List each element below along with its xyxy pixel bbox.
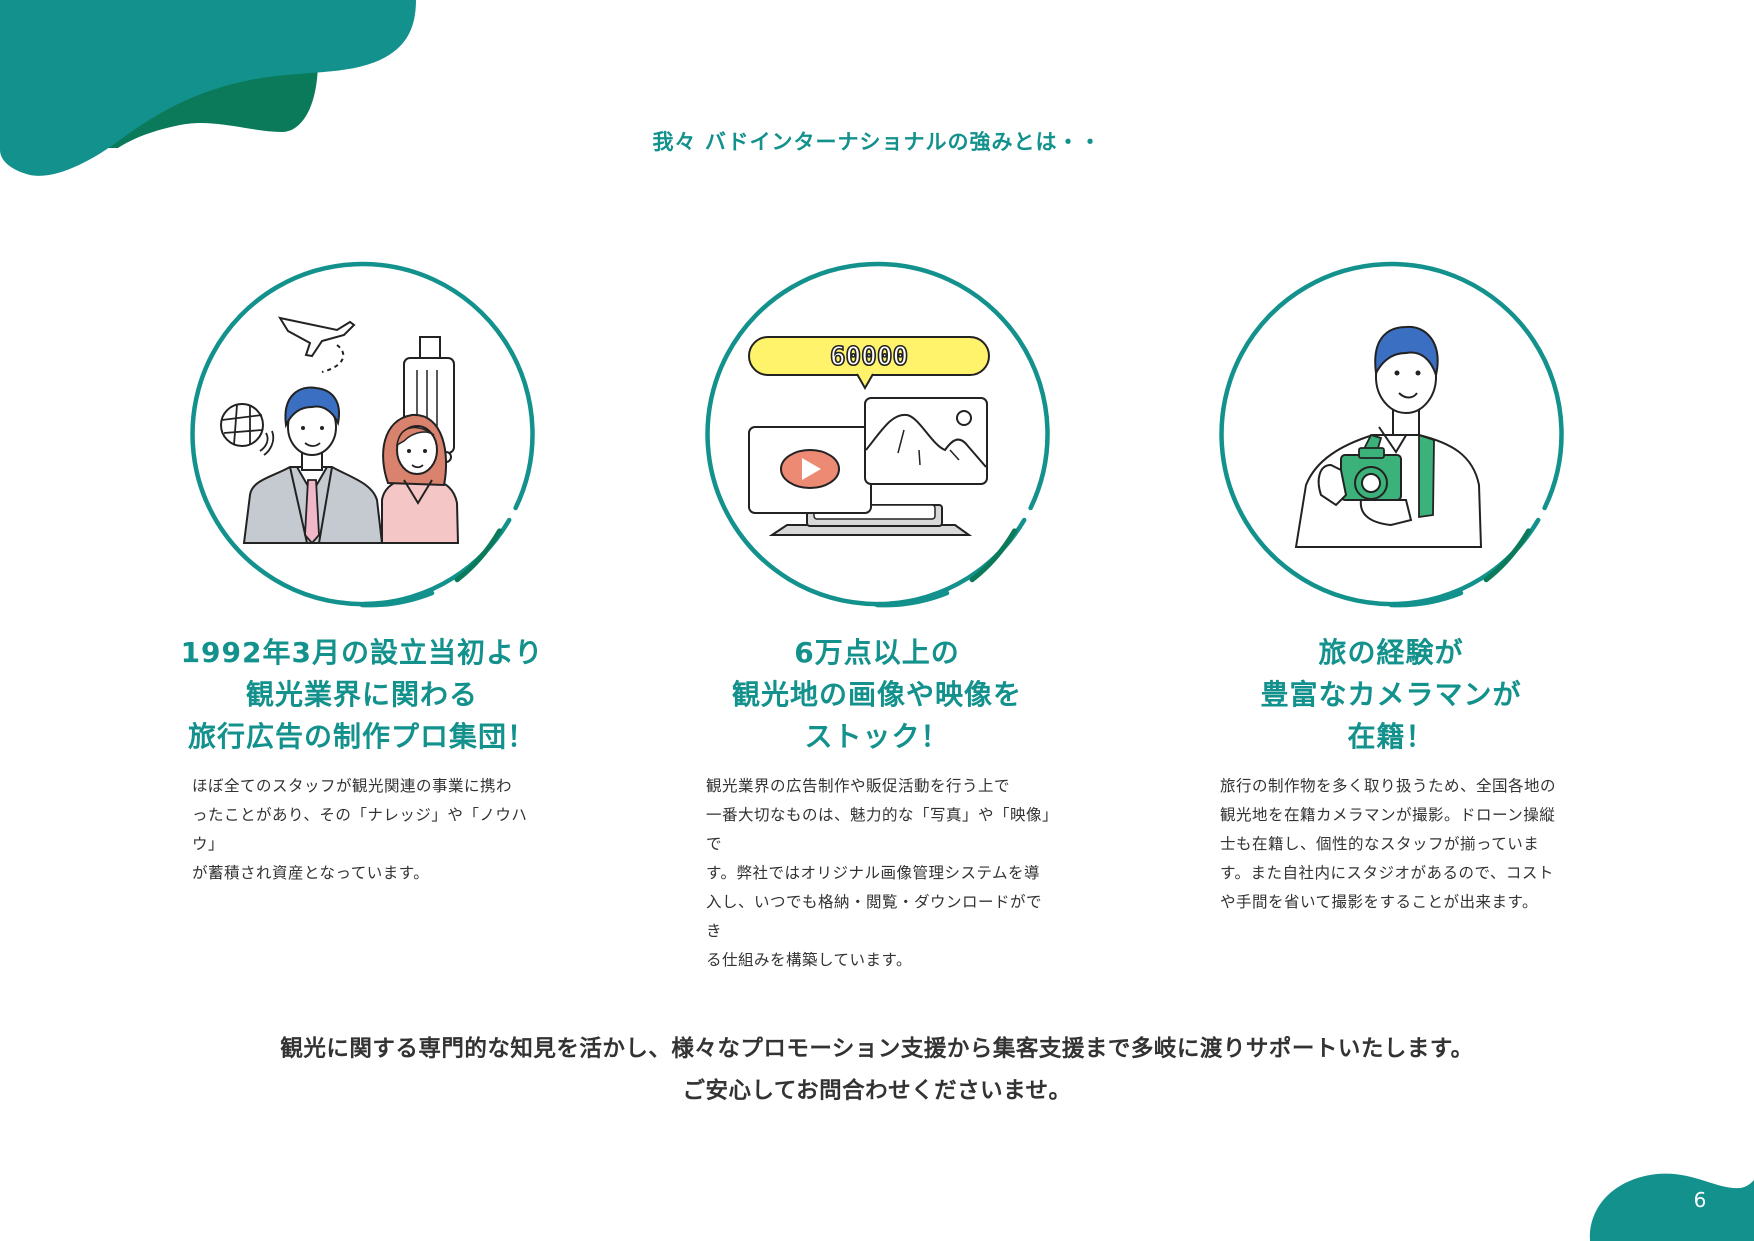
page-title: 我々 バドインターナショナルの強みとは・・ (652, 130, 1102, 154)
feature-heading: 1992年3月の設立当初より 観光業界に関わる 旅行広告の制作プロ集団！ (180, 636, 544, 753)
bottom-right-wave-decoration (1589, 1173, 1754, 1241)
circle-ring (705, 261, 1050, 608)
feature-heading: 旅の経験が 豊富なカメラマンが 在籍！ (1260, 636, 1522, 753)
circle-ring (1219, 261, 1564, 608)
top-left-wave-decoration (0, 0, 416, 176)
image-video-library-icon: 60000 (748, 336, 990, 536)
feature-circle (1211, 255, 1571, 615)
feature-circle (182, 255, 542, 615)
stock-count-badge: 60000 (830, 342, 908, 372)
feature-description: 観光業界の広告制作や販促活動を行う上で 一番大切なものは、魅力的な「写真」や「映… (706, 777, 1051, 969)
circle-ring (190, 261, 535, 608)
feature-description: 旅行の制作物を多く取り扱うため、全国各地の 観光地を在籍カメラマンが撮影。ドロー… (1220, 777, 1557, 911)
feature-description: ほぼ全てのスタッフが観光関連の事業に携わ ったことがあり、その「ナレッジ」や「ノ… (192, 777, 528, 882)
closing-message: 観光に関する専門的な知見を活かし、様々なプロモーション支援から集客支援まで多岐に… (280, 1036, 1474, 1104)
page-number: 6 (1693, 1188, 1707, 1212)
feature-circle: 60000 (697, 255, 1057, 615)
feature-heading: 6万点以上の 観光地の画像や映像を ストック！ (731, 636, 1022, 753)
cameraman-icon (1294, 325, 1483, 548)
business-travel-people-icon (220, 316, 460, 545)
